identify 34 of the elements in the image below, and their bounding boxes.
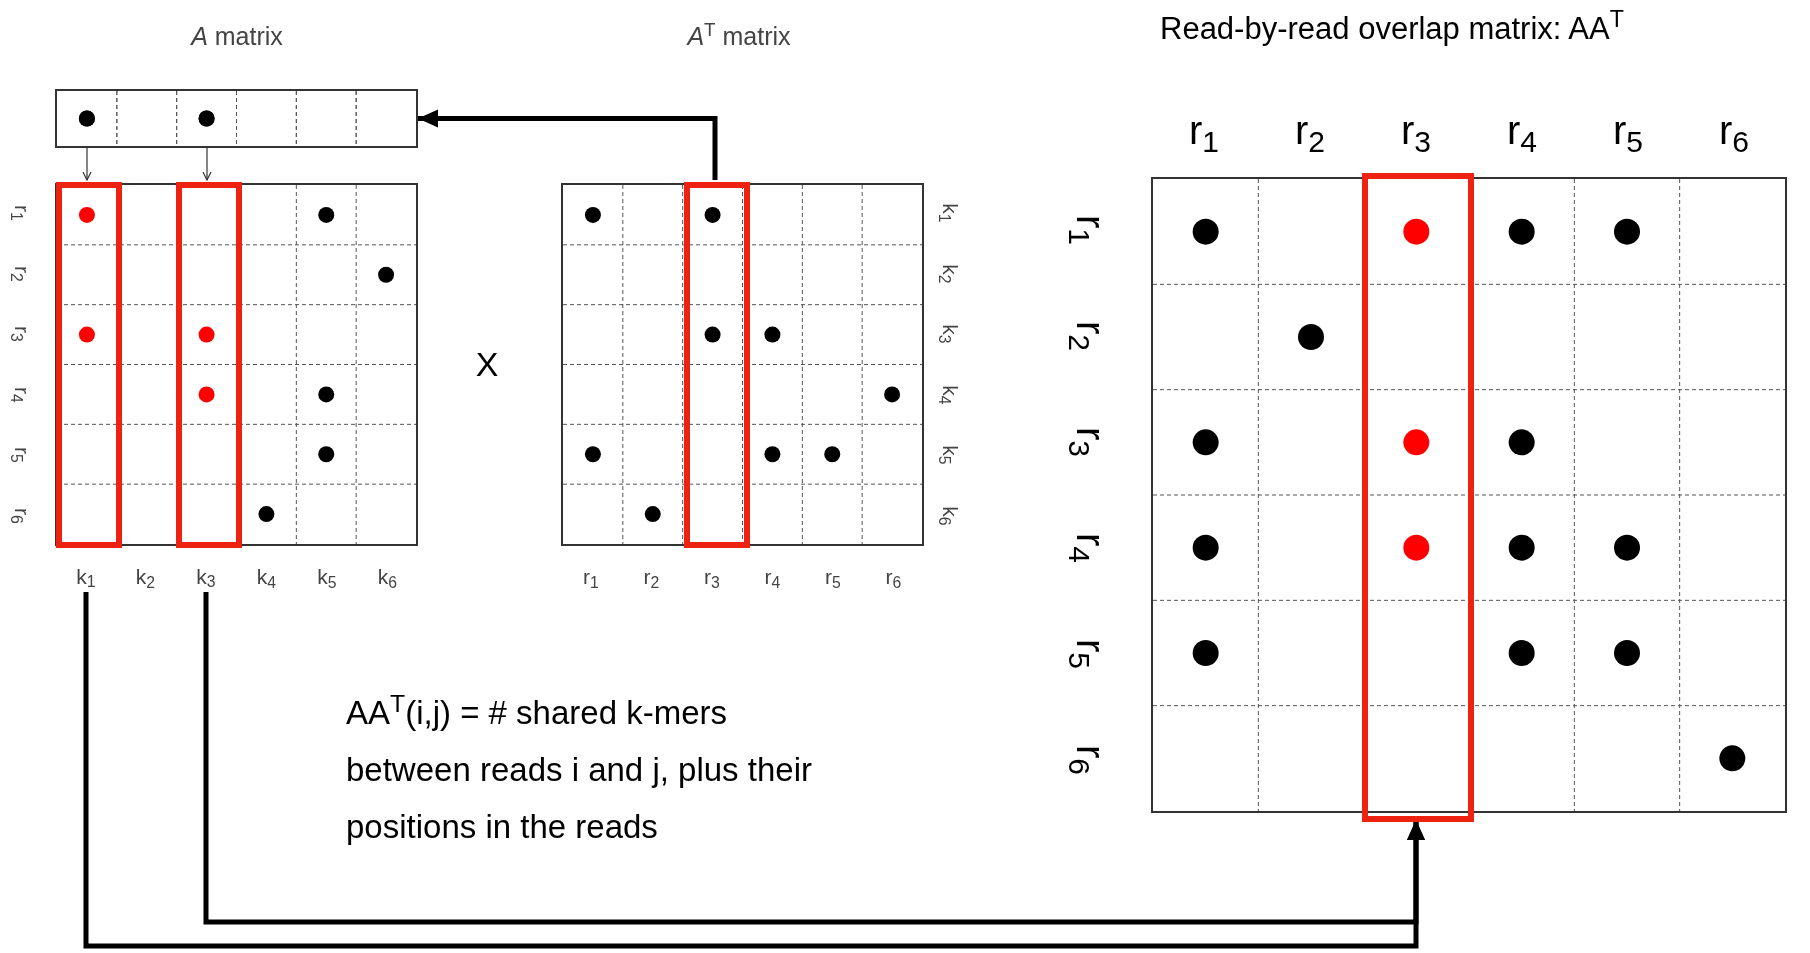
arrow xyxy=(202,147,212,181)
axis-label: k$_{4}$ xyxy=(256,565,277,587)
multiply-sign: X xyxy=(475,347,499,381)
highlight-frame xyxy=(1362,173,1474,822)
axis-label: r$_{2}$ xyxy=(643,565,660,587)
matrix-grid xyxy=(561,183,924,546)
axis-label: k$_{6}$ xyxy=(377,565,398,587)
axis-label: k$_{2}$ xyxy=(135,565,156,587)
formula-note: AA$^{T}$(i,j) = # shared k-mers between reads i and j, plus their positions in the reads xyxy=(346,688,813,847)
arrow xyxy=(82,147,92,181)
arrow xyxy=(203,592,1425,925)
matrix-title: A matrix xyxy=(191,23,283,49)
axis-label: r$_{3}$ xyxy=(704,565,720,587)
matrix-grid xyxy=(55,89,418,148)
axis-label: r$_{3}$ xyxy=(1401,110,1431,150)
axis-label: r$_{4}$ xyxy=(1507,110,1537,150)
matrix-title: A$^{T}$ matrix xyxy=(687,23,791,49)
highlight-frame xyxy=(684,182,750,548)
axis-label: k$_{5}$ xyxy=(317,565,337,587)
axis-label: r$_{6}$ xyxy=(885,565,902,587)
highlight-frame xyxy=(176,182,242,548)
highlight-frame xyxy=(56,182,122,548)
axis-label: r$_{1}$ xyxy=(1189,110,1219,150)
axis-label: r$_{5}$ xyxy=(825,565,841,587)
axis-label: r$_{4}$ xyxy=(764,565,781,587)
axis-label: r$_{5}$ xyxy=(1613,110,1643,150)
axis-label: r$_{1}$ xyxy=(583,565,599,587)
axis-label: r$_{2}$ xyxy=(1295,110,1325,150)
axis-label: r$_{6}$ xyxy=(1719,110,1749,150)
arrow xyxy=(418,109,718,180)
matrix-title: Read-by-read overlap matrix: AA$^{T}$ xyxy=(1160,12,1624,44)
axis-label: k$_{1}$ xyxy=(70,560,102,592)
matrix-grid xyxy=(55,183,418,546)
axis-label: k$_{3}$ xyxy=(190,560,222,592)
